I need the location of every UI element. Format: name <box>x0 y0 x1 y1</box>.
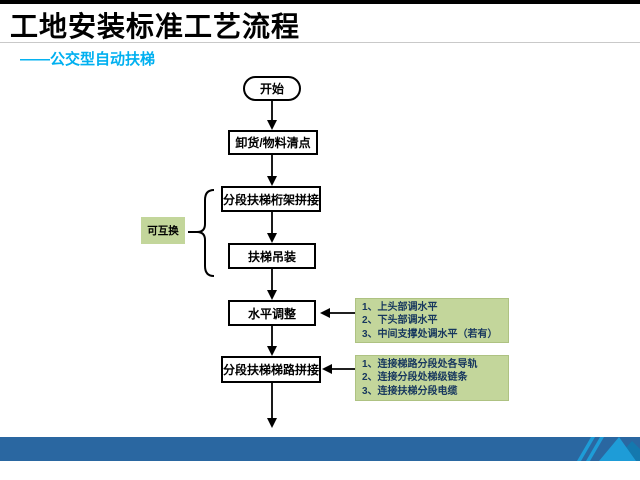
note-leveling-line2: 2、下头部调水平 <box>362 315 438 327</box>
flow-step-truss-splicing: 分段扶梯桁架拼接 <box>221 186 321 212</box>
footer-bar <box>0 437 640 461</box>
arrowhead-step1 <box>267 120 277 130</box>
arrowhead-step5 <box>267 346 277 356</box>
page-subtitle: ——公交型自动扶梯 <box>20 51 156 68</box>
arrowhead-step3 <box>267 233 277 243</box>
deco-stripe-icon <box>586 437 604 461</box>
flow-start-node: 开始 <box>243 76 301 101</box>
note-ladder-splicing: 1、连接梯路分段处各导轨 2、连接分段处梯级链条 3、连接扶梯分段电缆 <box>355 355 509 401</box>
deco-peak-icon <box>599 437 636 461</box>
arrowhead-note1 <box>320 308 330 318</box>
interchangeable-brace <box>196 189 215 277</box>
note-ladder-line1: 1、连接梯路分段处各导轨 <box>362 359 478 370</box>
footer-mountain-decoration <box>577 437 640 461</box>
arrowhead-step4 <box>267 290 277 300</box>
note-ladder-line2: 2、连接分段处梯级链条 <box>362 372 468 384</box>
note-leveling: 1、上头部调水平 2、下头部调水平 3、中间支撑处调水平（若有） <box>355 298 509 343</box>
flow-step-ladder-splicing: 分段扶梯梯路拼接 <box>221 356 321 383</box>
flow-step-leveling: 水平调整 <box>228 300 316 326</box>
note-ladder-line3: 3、连接扶梯分段电缆 <box>362 385 458 397</box>
deco-stripe-icon <box>577 437 595 461</box>
note-leveling-line1: 1、上头部调水平 <box>362 302 438 313</box>
arrowhead-note2 <box>322 364 332 374</box>
note-leveling-line3: 3、中间支撑处调水平（若有） <box>362 328 498 340</box>
flow-step-hoisting: 扶梯吊装 <box>228 243 316 269</box>
interchangeable-label: 可互换 <box>141 217 185 244</box>
flow-step-unloading: 卸货/物料清点 <box>228 130 318 155</box>
arrowhead-exit <box>267 418 277 428</box>
top-black-bar <box>0 0 640 4</box>
page-title: 工地安装标准工艺流程 <box>10 12 301 43</box>
title-divider <box>0 42 640 43</box>
arrowhead-step2 <box>267 176 277 186</box>
